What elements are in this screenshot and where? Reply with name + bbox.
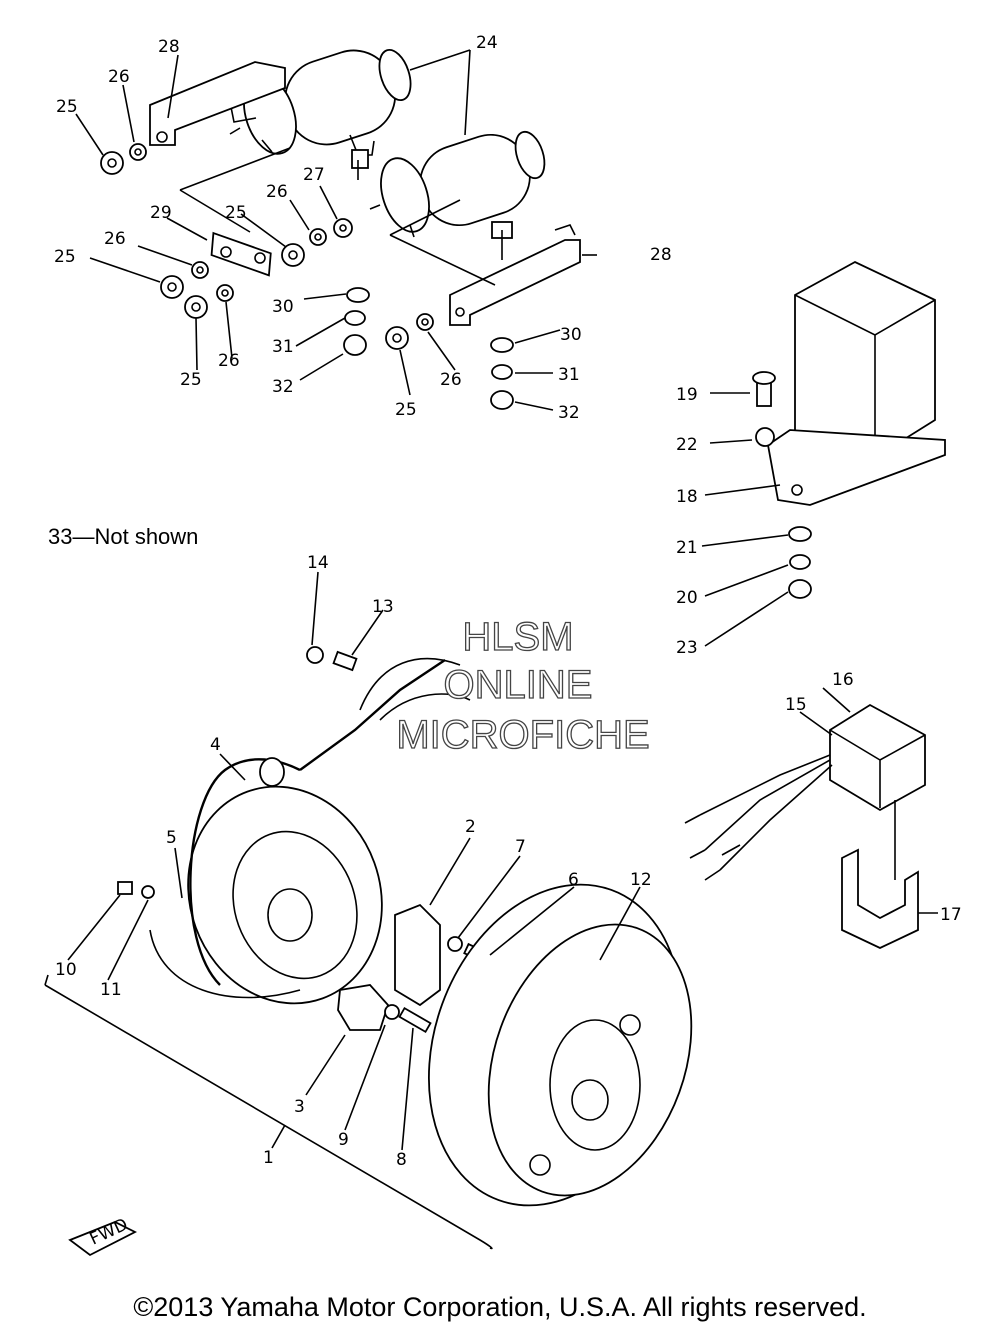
callout-12: 12 — [630, 870, 652, 890]
callout-9: 9 — [338, 1130, 349, 1150]
callout-25: 25 — [225, 203, 247, 223]
flywheel-rotor — [428, 883, 693, 1207]
pulser-coil — [337, 903, 441, 1031]
callout-32: 32 — [558, 403, 580, 423]
callout-28: 28 — [650, 245, 672, 265]
callout-21: 21 — [676, 538, 698, 558]
watermark-line-3: MICROFICHE — [396, 713, 649, 757]
callout-25: 25 — [56, 97, 78, 117]
regulator-hardware — [752, 371, 812, 599]
callout-25: 25 — [180, 370, 202, 390]
watermark-line-2: ONLINE — [444, 663, 593, 707]
voltage-regulator — [767, 260, 946, 506]
callout-20: 20 — [676, 588, 698, 608]
callout-8: 8 — [396, 1150, 407, 1170]
callout-10: 10 — [55, 960, 77, 980]
callout-32: 32 — [272, 377, 294, 397]
wire-harness — [189, 657, 471, 986]
not-shown-note: 33—Not shown — [48, 524, 199, 549]
nuts-washers-top — [100, 143, 514, 410]
relay-bracket-upper — [149, 61, 286, 146]
callout-19: 19 — [676, 385, 698, 405]
relay-unit — [684, 703, 926, 881]
callout-31: 31 — [272, 337, 294, 357]
callout-26: 26 — [108, 67, 130, 87]
starter-relay-upper — [229, 48, 412, 169]
callout-30: 30 — [560, 325, 582, 345]
callout-13: 13 — [372, 597, 394, 617]
callout-29: 29 — [150, 203, 172, 223]
plate-29 — [210, 231, 272, 277]
callout-14: 14 — [307, 553, 329, 573]
watermark: HLSM ONLINE MICROFICHE — [396, 614, 651, 757]
callout-15: 15 — [785, 695, 807, 715]
callout-24: 24 — [476, 33, 498, 53]
watermark-line-1: HLSM — [462, 615, 573, 659]
callout-27: 27 — [303, 165, 325, 185]
callout-2: 2 — [465, 817, 476, 837]
callout-16: 16 — [832, 670, 854, 690]
callout-5: 5 — [166, 828, 177, 848]
callout-11: 11 — [100, 980, 122, 1000]
callout-7: 7 — [515, 837, 526, 857]
callout-31: 31 — [558, 365, 580, 385]
copyright-notice: ©2013 Yamaha Motor Corporation, U.S.A. A… — [133, 1292, 867, 1322]
leader-lines — [67, 49, 938, 1151]
callout-22: 22 — [676, 435, 698, 455]
callout-30: 30 — [272, 297, 294, 317]
callout-28: 28 — [158, 37, 180, 57]
callout-25: 25 — [395, 400, 417, 420]
callout-4: 4 — [210, 735, 221, 755]
callout-23: 23 — [676, 638, 698, 658]
callout-26: 26 — [218, 351, 240, 371]
callout-26: 26 — [266, 182, 288, 202]
relay-bracket-17 — [841, 800, 919, 949]
callout-26: 26 — [440, 370, 462, 390]
callout-26: 26 — [104, 229, 126, 249]
callout-3: 3 — [294, 1097, 305, 1117]
callouts: 28 24 26 25 27 26 29 25 26 25 28 30 31 3… — [54, 33, 962, 1170]
starter-relay-lower — [369, 130, 546, 239]
callout-1: 1 — [263, 1148, 274, 1168]
callout-6: 6 — [568, 870, 579, 890]
callout-18: 18 — [676, 487, 698, 507]
callout-17: 17 — [940, 905, 962, 925]
callout-25: 25 — [54, 247, 76, 267]
stator-base-plate — [149, 785, 383, 1005]
relay-bracket-lower — [449, 224, 581, 326]
fwd-arrow-icon: FWD — [68, 1215, 137, 1257]
